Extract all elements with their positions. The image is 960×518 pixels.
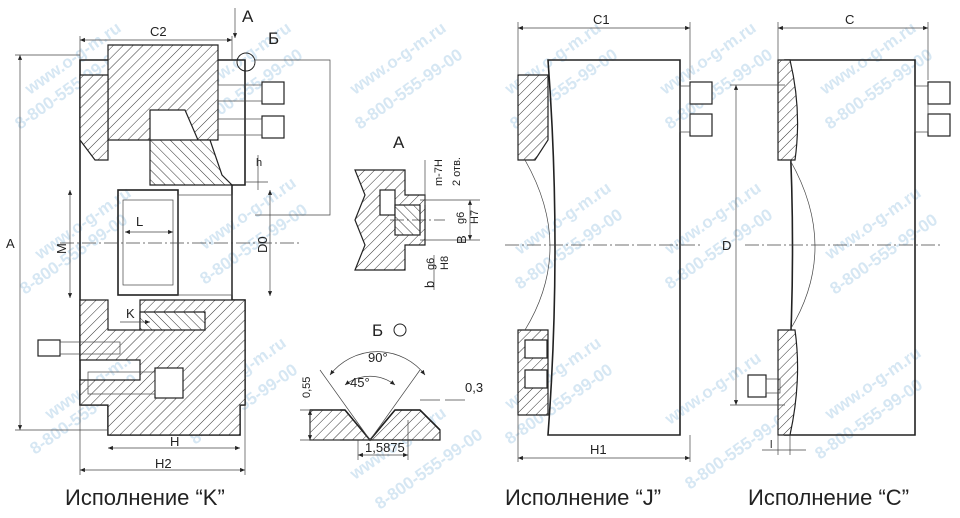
dim-c1: C1 — [593, 12, 610, 27]
dim-a-overall: A — [6, 236, 15, 251]
detail-a-title: A — [393, 133, 405, 152]
bolt-head — [261, 115, 285, 139]
detail-b-crest: 0,3 — [465, 380, 483, 395]
dim-a-arrow-label: A — [242, 7, 254, 26]
dim-h1: H1 — [590, 442, 607, 457]
detail-b-rotation-icon — [393, 323, 407, 337]
detail-a-b-small-top: g6 — [425, 258, 437, 270]
caption-view-k: Исполнение “K” — [65, 485, 225, 510]
dim-k: K — [126, 306, 135, 321]
view-c: C D l Исполнение “C” — [722, 12, 951, 510]
detail-a-b-fit-top: g6 — [455, 212, 467, 224]
dim-h-small: h — [256, 157, 262, 169]
caption-view-j: Исполнение “J” — [505, 485, 661, 510]
detail-a-b-fit-bottom: H7 — [469, 210, 481, 224]
dim-d0: D0 — [255, 236, 270, 253]
bolt-head — [689, 81, 713, 105]
detail-a-thread: m-7H — [433, 159, 445, 186]
dim-l: L — [136, 214, 143, 229]
detail-b-callout-circle — [236, 52, 256, 72]
detail-b: Б 90° 45° 0,55 0,3 1,5875 — [300, 321, 483, 460]
bolt-head — [927, 81, 951, 105]
detail-b-angle-outer: 90° — [368, 350, 388, 365]
dim-l-small: l — [770, 439, 772, 451]
detail-b-title: Б — [372, 321, 383, 340]
detail-a-b-letter: B — [454, 235, 469, 244]
detail-b-callout-label: Б — [268, 29, 279, 48]
detail-b-angle-inner: 45° — [350, 375, 370, 390]
dim-m: M — [54, 243, 69, 254]
detail-b-pitch: 1,5875 — [365, 440, 405, 455]
detail-a: A m-7H 2 отв. g6 H7 B g6 H8 b — [354, 133, 481, 290]
view-j: C1 H1 Исполнение “J” — [505, 12, 713, 510]
dim-h2: H2 — [155, 456, 172, 471]
detail-b-depth: 0,55 — [301, 377, 313, 398]
bolt-head — [927, 113, 951, 137]
dim-d: D — [722, 238, 731, 253]
bolt-head — [261, 81, 285, 105]
detail-a-b-small-bottom: H8 — [439, 256, 451, 270]
dim-c: C — [845, 12, 854, 27]
detail-a-holes: 2 отв. — [451, 157, 463, 186]
dim-c2: C2 — [150, 24, 167, 39]
view-k: C2 A Б A M L D0 h K H H2 Исполнение “K” — [6, 7, 331, 510]
detail-a-b-small-letter: b — [422, 281, 437, 288]
bolt-head — [689, 113, 713, 137]
caption-view-c: Исполнение “C” — [748, 485, 909, 510]
dim-h: H — [170, 434, 179, 449]
